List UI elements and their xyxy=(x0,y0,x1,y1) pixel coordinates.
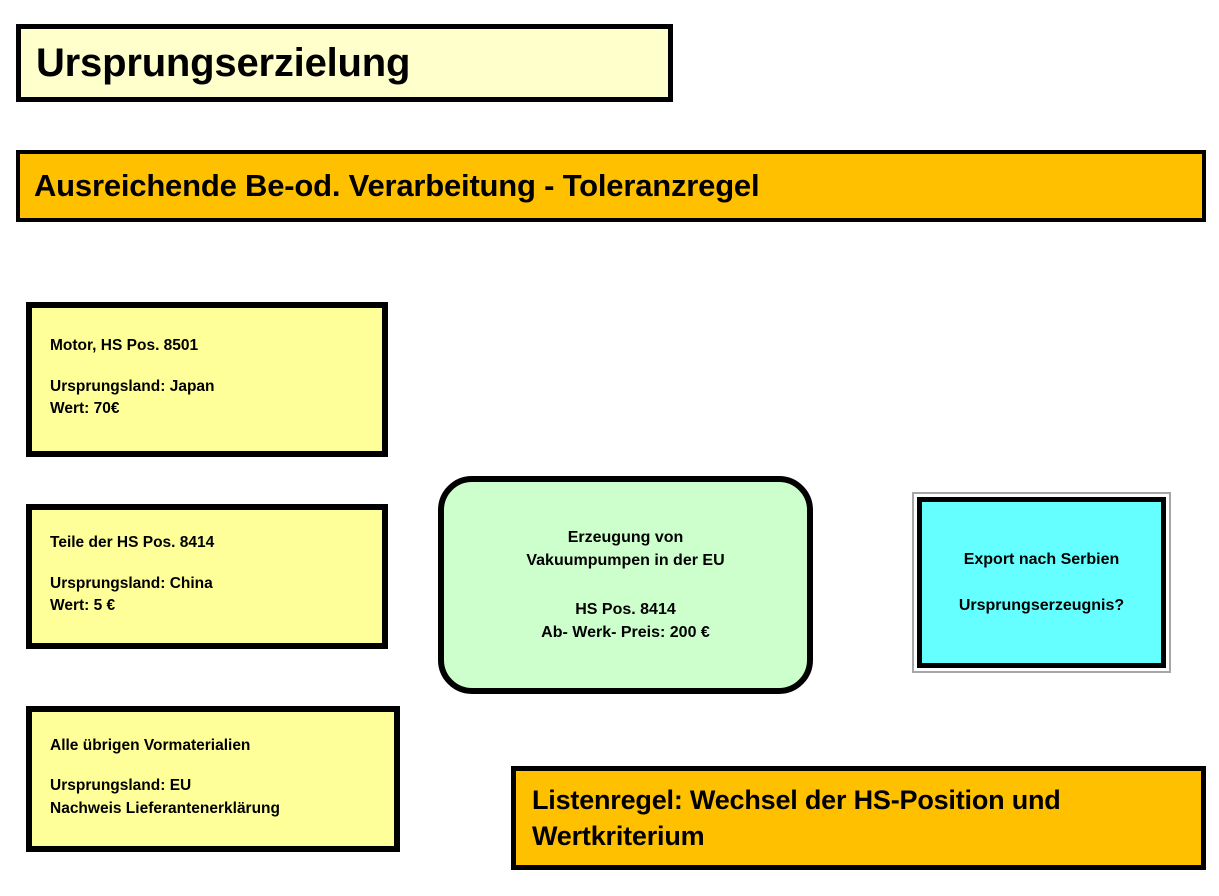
list-rule-box: Listenregel: Wechsel der HS-Position und… xyxy=(511,766,1206,870)
material-heading: Teile der HS Pos. 8414 xyxy=(50,534,215,552)
export-question: Ursprungserzeugnis? xyxy=(958,596,1125,614)
export-box: Export nach Serbien Ursprungserzeugnis? xyxy=(912,492,1171,673)
process-box: Erzeugung von Vakuumpumpen in der EU HS … xyxy=(438,476,813,694)
section-banner-box: Ausreichende Be-od. Verarbeitung - Toler… xyxy=(16,150,1206,222)
material-origin: Ursprungsland: Japan xyxy=(50,377,215,395)
material-box-motor: Motor, HS Pos. 8501 Ursprungsland: Japan… xyxy=(26,302,388,457)
spacer xyxy=(50,354,382,376)
process-ex-works-price: Ab- Werk- Preis: 200 € xyxy=(541,624,710,642)
material-heading: Motor, HS Pos. 8501 xyxy=(50,337,199,355)
spacer xyxy=(50,551,382,573)
section-banner-text: Ausreichende Be-od. Verarbeitung - Toler… xyxy=(34,167,760,203)
material-box-other: Alle übrigen Vormaterialien Ursprungslan… xyxy=(26,706,400,852)
material-origin: Ursprungsland: EU xyxy=(50,777,192,795)
list-rule-line-2: Wertkriterium xyxy=(532,821,705,851)
process-line-1: Erzeugung von xyxy=(567,528,684,546)
process-hs-position: HS Pos. 8414 xyxy=(575,601,676,618)
material-box-parts: Teile der HS Pos. 8414 Ursprungsland: Ch… xyxy=(26,504,388,649)
list-rule-line-1: Listenregel: Wechsel der HS-Position und xyxy=(532,784,1061,815)
material-value: Wert: 5 € xyxy=(50,597,116,615)
slide-title-text: Ursprungserzielung xyxy=(36,41,411,85)
spacer xyxy=(50,753,394,775)
export-destination: Export nach Serbien xyxy=(963,551,1120,569)
process-line-2: Vakuumpumpen in der EU xyxy=(526,551,725,569)
material-value: Wert: 70€ xyxy=(50,400,120,418)
material-value: Nachweis Lieferantenerklärung xyxy=(50,799,280,817)
material-heading: Alle übrigen Vormaterialien xyxy=(50,736,251,754)
export-box-inner: Export nach Serbien Ursprungserzeugnis? xyxy=(917,497,1166,668)
material-origin: Ursprungsland: China xyxy=(50,574,213,592)
slide-title-box: Ursprungserzielung xyxy=(16,24,673,102)
